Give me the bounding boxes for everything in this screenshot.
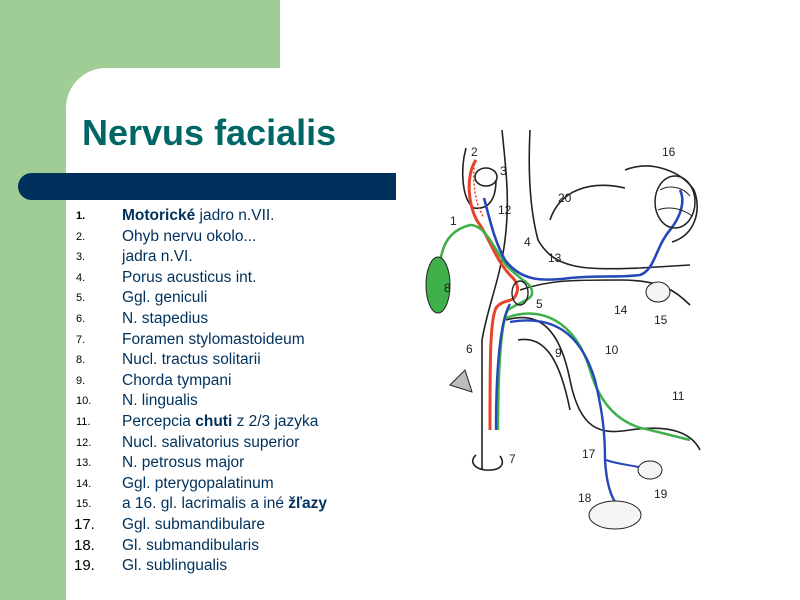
list-text: Foramen stylomastoideum (122, 330, 305, 348)
page-title: Nervus facialis (82, 112, 337, 153)
list-number: 14. (76, 477, 92, 490)
list-text: Motorické jadro n.VII. (122, 207, 275, 224)
list-text: Porus acusticus int. (122, 268, 257, 286)
motor-pathway-inner (472, 159, 485, 219)
title-underline-bar (18, 173, 396, 200)
diagram-label-19: 19 (654, 487, 668, 501)
list-number: 3. (76, 251, 86, 264)
parasympathetic-pathway (482, 189, 684, 281)
list-item: 3. jadra n.VI. (72, 247, 402, 268)
list-number: 4. (76, 271, 86, 284)
list-item: 11. Percepcia chuti z 2/3 jazyka (72, 412, 402, 433)
list-text: Ggl. submandibulare (122, 515, 266, 533)
list-text: Gl. sublingualis (122, 557, 228, 575)
list-item: 9. Chorda tympani (72, 371, 402, 392)
list-text: Nucl. tractus solitarii (122, 351, 261, 369)
diagram-label-3: 3 (500, 164, 507, 178)
taste-pathway (438, 223, 534, 431)
list-number: 5. (76, 292, 86, 305)
list-item: 14. Ggl. pterygopalatinum (72, 474, 402, 495)
list-text: Ggl. geniculi (122, 289, 208, 307)
diagram-label-2: 2 (471, 145, 478, 159)
list-item: 2. Ohyb nervu okolo... (72, 227, 402, 248)
facial-nerve-diagram: 1 2 3 4 5 6 7 8 9 10 11 12 13 14 15 16 1… (425, 130, 701, 530)
diagram-label-16: 16 (662, 145, 676, 159)
list-number: 8. (76, 354, 86, 367)
list-text: Ohyb nervu okolo... (122, 227, 257, 245)
chorda-tympani (505, 312, 691, 442)
diagram-label-8: 8 (444, 281, 451, 295)
list-item: 8. Nucl. tractus solitarii (72, 350, 402, 371)
petrosus-pathway (494, 303, 512, 431)
diagram-label-13: 13 (548, 251, 562, 265)
diagram-label-18: 18 (578, 491, 592, 505)
list-number: 17. (74, 515, 95, 533)
list-number: 10. (76, 395, 92, 408)
gl-lacrimalis-lobes (657, 186, 693, 217)
gl-sublingualis-icon (637, 460, 663, 480)
leaf-gland-icon (425, 256, 451, 314)
list-item: 19. Gl. sublingualis (72, 556, 402, 577)
diagram-label-5: 5 (536, 297, 543, 311)
list-text: Gl. submandibularis (122, 536, 259, 554)
list-text: Nucl. salivatorius superior (122, 433, 300, 451)
gl-submandibularis-icon (588, 500, 642, 530)
list-item: 13. N. petrosus major (72, 453, 402, 474)
diagram-label-11: 11 (672, 389, 685, 403)
content-panel (66, 68, 800, 600)
list-text: a 16. gl. lacrimalis a iné žľazy (122, 495, 327, 513)
stapedius-icon (449, 369, 473, 393)
gl-lacrimalis-icon (654, 175, 696, 229)
diagram-label-14: 14 (614, 303, 628, 317)
list-item: 4. Porus acusticus int. (72, 268, 402, 289)
list-item: 10. N. lingualis (72, 391, 402, 412)
list-number: 6. (76, 312, 86, 325)
list-text: Chorda tympani (122, 371, 232, 389)
list-number: 7. (76, 333, 86, 346)
diagram-label-9: 9 (555, 346, 562, 360)
diagram-label-7: 7 (509, 452, 516, 466)
list-item: 15. a 16. gl. lacrimalis a iné žľazy (72, 494, 402, 515)
list-number: 9. (76, 374, 86, 387)
diagram-label-12: 12 (498, 203, 512, 217)
list-number: 19. (74, 557, 95, 575)
list-item: 18. Gl. submandibularis (72, 536, 402, 557)
list-text: Ggl. pterygopalatinum (122, 474, 274, 492)
list-item: 7. Foramen stylomastoideum (72, 330, 402, 351)
list-item: 5. Ggl. geniculi (72, 288, 402, 309)
list-number: 13. (76, 457, 92, 470)
diagram-label-10: 10 (605, 343, 619, 357)
list-item: 6. N. stapedius (72, 309, 402, 330)
ggl-pterygopalatinum-icon (645, 281, 671, 303)
diagram-label-4: 4 (524, 235, 531, 249)
numbered-list: 1. Motorické jadro n.VII. 2. Ohyb nervu ok… (72, 206, 402, 577)
diagram-label-17: 17 (582, 447, 596, 461)
list-number: 18. (74, 536, 95, 554)
list-number: 1. (76, 210, 86, 222)
list-number: 15. (76, 498, 92, 511)
diagram-label-6: 6 (466, 342, 473, 356)
ggl-geniculi-icon (511, 280, 529, 306)
list-number: 12. (76, 436, 92, 449)
diagram-label-15: 15 (654, 313, 668, 327)
lingual-pathway (509, 319, 617, 503)
list-text: N. lingualis (122, 392, 198, 410)
list-text: N. stapedius (122, 309, 209, 327)
anatomy-outline (461, 130, 701, 471)
list-text: N. petrosus major (122, 454, 245, 472)
list-number: 11. (76, 415, 91, 428)
motor-pathway (467, 159, 519, 431)
list-item: 1. Motorické jadro n.VII. (72, 206, 402, 227)
list-item: 17. Ggl. submandibulare (72, 515, 402, 536)
diagram-label-20: 20 (558, 191, 572, 205)
diagram-label-1: 1 (450, 214, 457, 228)
list-text: Percepcia chuti z 2/3 jazyka (122, 412, 319, 430)
list-number: 2. (76, 230, 86, 243)
list-item: 12. Nucl. salivatorius superior (72, 433, 402, 454)
list-text: jadra n.VI. (122, 248, 193, 266)
